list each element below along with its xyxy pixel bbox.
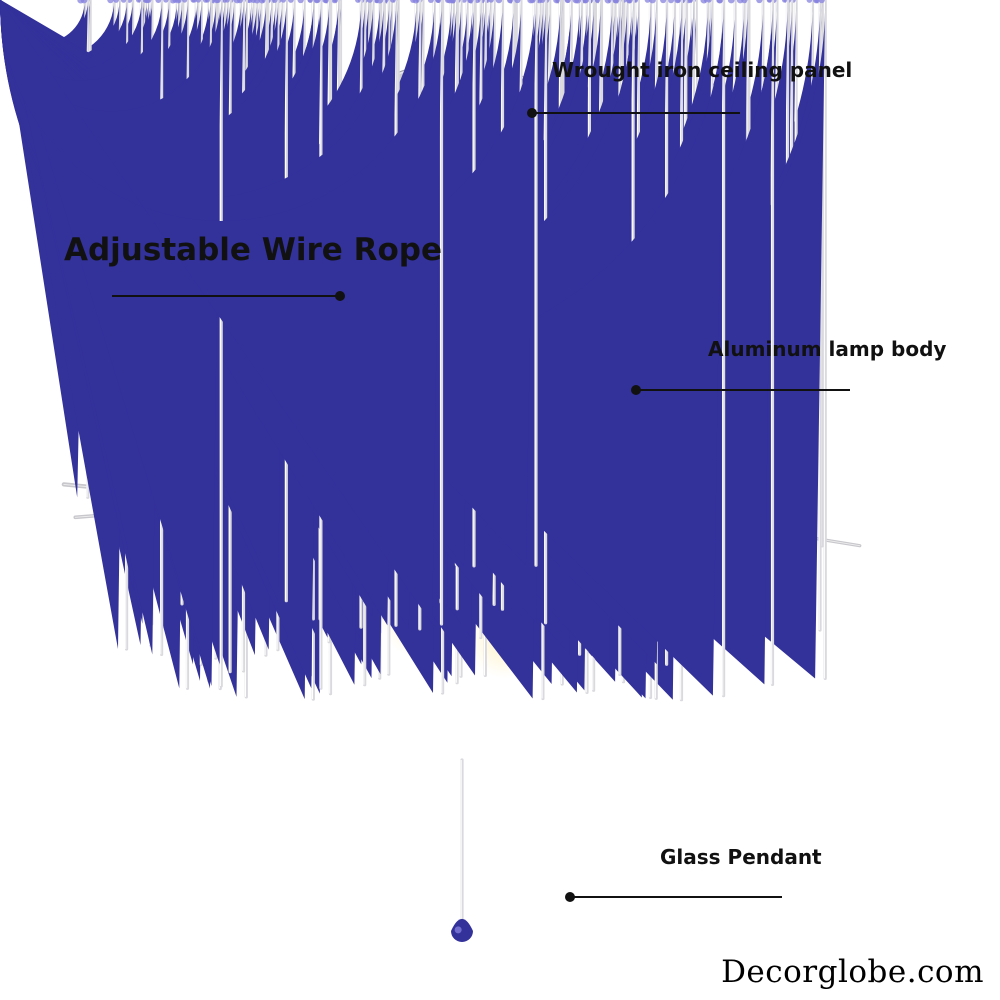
label-wire-rope: Adjustable Wire Rope [64, 232, 443, 268]
label-ceiling-panel: Wrought iron ceiling panel [552, 58, 853, 82]
glass-drop [0, 0, 223, 688]
callout-leaders [112, 108, 850, 902]
leader-glass [565, 892, 782, 902]
glass-drop [0, 0, 444, 626]
brand-watermark: Decorglobe.com [721, 954, 984, 990]
label-lamp-body: Aluminum lamp body [708, 337, 947, 361]
leader-ceiling [527, 108, 740, 118]
glass-pendants [0, 0, 827, 942]
leader-body [631, 385, 850, 395]
glass-drop [451, 758, 473, 942]
label-glass-pendant: Glass Pendant [660, 845, 822, 869]
glass-drop [0, 0, 726, 698]
leader-wire [112, 291, 345, 301]
